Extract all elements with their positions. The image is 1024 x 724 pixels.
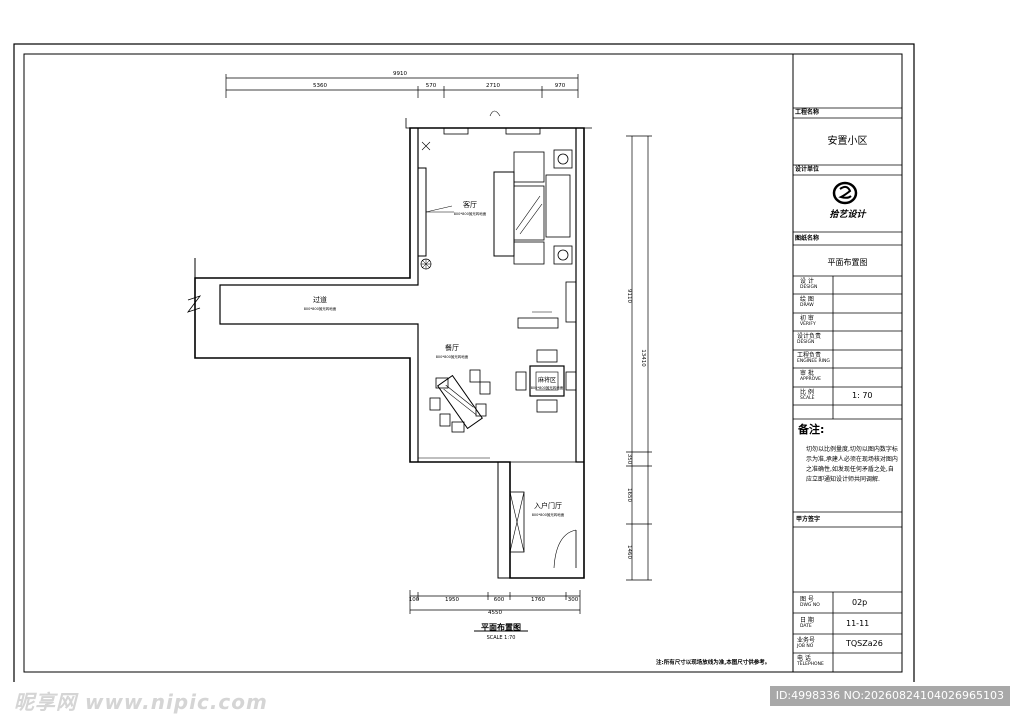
date-value: 11-11 — [846, 619, 870, 628]
coffee-table — [513, 185, 545, 241]
svg-text:800*800抛光砖地面: 800*800抛光砖地面 — [436, 354, 469, 359]
job-number: TQSZa26 — [846, 639, 883, 648]
designer-logo-icon — [832, 181, 858, 205]
drawing-name: 平面布置图 — [827, 258, 868, 267]
room-mahjong-label: 麻将区 — [538, 376, 556, 384]
shoe-cabinet — [509, 491, 525, 553]
dim-bottom-seg: 100 — [409, 597, 420, 603]
drawing-name-label: 图纸名称 — [795, 235, 820, 242]
site-watermark: 昵享网 www.nipic.com — [14, 690, 268, 714]
plan-title: 平面布置图 — [481, 622, 521, 632]
outer-frame — [13, 43, 915, 685]
remarks-label: 备注: — [798, 423, 825, 436]
dimension-labels: 9910 5360 570 2710 970 13410 9110 350 16… — [313, 71, 646, 616]
plan-note: 注:所有尺寸以现场放线为准,本图尺寸供参考。 — [656, 658, 770, 666]
dim-right-seg: 1650 — [626, 488, 632, 502]
dim-top-seg: 5360 — [313, 83, 327, 89]
mahjong-table — [529, 365, 565, 397]
window — [443, 127, 469, 135]
dim-top-seg: 2710 — [486, 83, 500, 89]
project-name-label: 工程名称 — [795, 109, 820, 116]
plan-scale: SCALE 1:70 — [487, 635, 516, 641]
title-block-grid — [793, 107, 902, 672]
client-sign-label: 甲方签字 — [796, 516, 821, 523]
image-id-badge: ID:4998336 NO:20260824104026965103 — [769, 686, 1010, 706]
dim-bottom-seg: 600 — [494, 597, 505, 603]
svg-text:800*800抛光砖地面: 800*800抛光砖地面 — [304, 306, 337, 311]
dim-bottom-seg: 1760 — [531, 597, 545, 603]
dim-right-seg: 1460 — [626, 545, 632, 559]
tv-cabinet — [417, 167, 427, 257]
room-living-label: 客厅 — [463, 200, 477, 209]
sofa — [493, 171, 515, 257]
project-name: 安置小区 — [827, 136, 868, 147]
dim-top-seg: 970 — [555, 83, 566, 89]
svg-text:800*800抛光砖地面: 800*800抛光砖地面 — [454, 211, 487, 216]
mahjong-chairs — [515, 349, 577, 413]
dim-bottom-total: 4550 — [488, 610, 502, 616]
room-entry-label: 入户门厅 — [534, 501, 562, 510]
svg-text:800*800抛光砖地面: 800*800抛光砖地面 — [532, 512, 565, 517]
armchair — [513, 241, 545, 265]
svg-text:800*800抛光砖地面: 800*800抛光砖地面 — [531, 385, 564, 390]
dim-bottom-seg: 1950 — [445, 597, 459, 603]
dining-table — [437, 374, 483, 430]
room-dining-label: 餐厅 — [445, 343, 459, 352]
dim-right-total: 13410 — [640, 349, 646, 367]
remarks-text: 切勿以比例量度,切勿以图内数字标示为准,承建人必须在现场核对图内之准确性,如发现… — [806, 446, 898, 483]
sofa — [545, 174, 571, 238]
dim-bottom-seg: 300 — [568, 597, 579, 603]
room-labels: 客厅 800*800抛光砖地面 过道 800*800抛光砖地面 餐厅 800*8… — [304, 200, 771, 666]
dim-right-seg: 9110 — [626, 289, 632, 303]
dim-top-total: 9910 — [393, 71, 407, 77]
scale-value: 1: 70 — [852, 391, 873, 400]
dining-chairs — [429, 369, 491, 433]
dim-right-seg: 350 — [626, 454, 632, 465]
dim-top-seg: 570 — [426, 83, 437, 89]
logo-text: 拾艺设计 — [829, 210, 866, 220]
room-corridor-label: 过道 — [313, 295, 327, 304]
inner-frame — [23, 53, 903, 673]
exterior-wall — [194, 127, 585, 579]
armchair — [513, 151, 545, 183]
window — [505, 127, 541, 135]
design-unit-label: 设计单位 — [795, 166, 820, 173]
drawing-number: 02p — [852, 598, 868, 607]
